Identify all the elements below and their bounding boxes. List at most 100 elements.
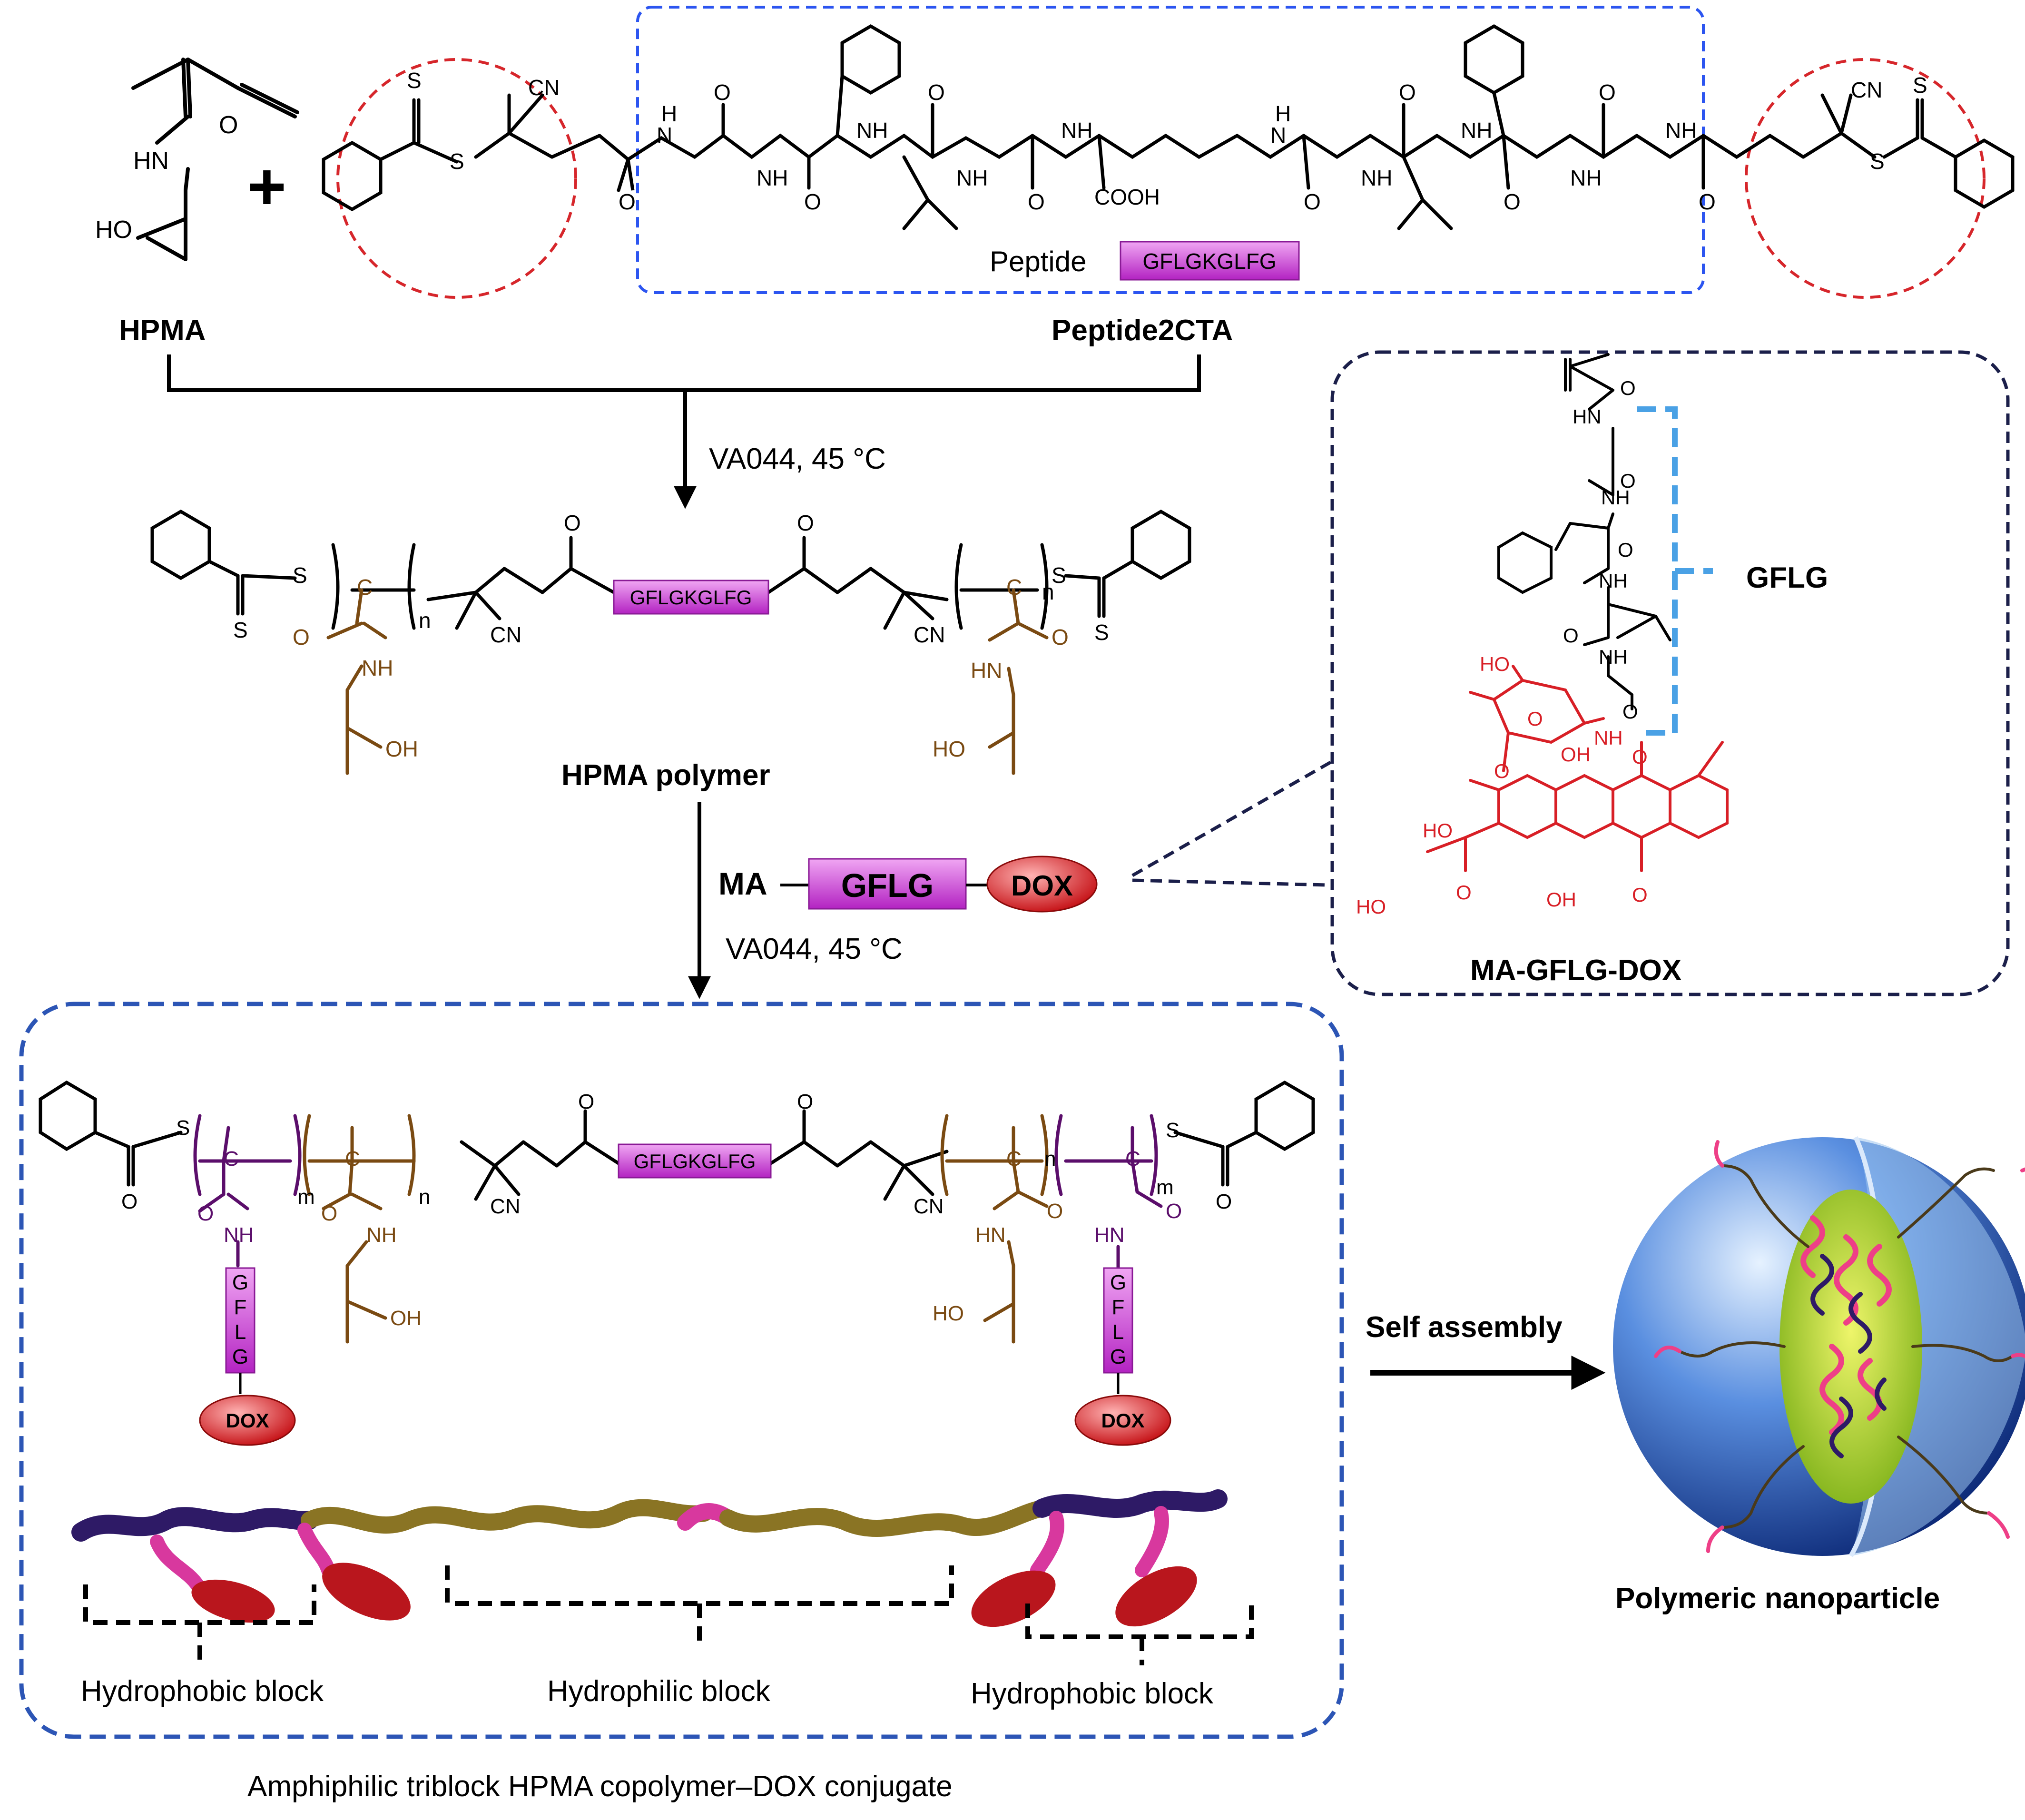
cta-backbone	[322, 24, 2015, 230]
svg-text:O: O	[1599, 80, 1616, 105]
step1-conditions: VA044, 45 °C	[709, 443, 886, 475]
svg-text:HO: HO	[1423, 819, 1453, 842]
svg-text:NH: NH	[1061, 118, 1092, 143]
svg-text:O: O	[121, 1190, 138, 1213]
svg-text:C: C	[345, 1147, 360, 1171]
svg-text:O: O	[1620, 470, 1636, 492]
svg-text:NH: NH	[366, 1223, 397, 1247]
svg-text:m: m	[1156, 1176, 1174, 1199]
hpma-HO-atom: HO	[95, 216, 132, 244]
svg-text:S: S	[407, 68, 422, 93]
peptide-seq-box-polymer	[613, 580, 769, 615]
svg-text:HO: HO	[933, 1302, 964, 1325]
peptide-seq-conjugate: GFLGKGLFG	[634, 1150, 756, 1172]
svg-text:n: n	[1044, 1147, 1056, 1171]
svg-text:O: O	[1618, 539, 1633, 561]
svg-text:O: O	[797, 1090, 813, 1113]
svg-text:O: O	[1632, 746, 1648, 768]
svg-text:O: O	[1699, 189, 1716, 214]
svg-text:O: O	[928, 80, 945, 105]
hpma-polymer-labels: S S C n O NH OH CN O O CN C n S O S HN H…	[233, 511, 1109, 761]
svg-text:NH: NH	[856, 118, 888, 143]
svg-text:CN: CN	[528, 75, 560, 100]
inset-dox-structure	[1426, 665, 1729, 872]
nanoparticle-illustration	[1613, 1136, 2025, 1557]
peptide-seq-box-conjugate	[618, 1143, 772, 1179]
svg-text:NH: NH	[956, 166, 988, 190]
svg-text:F: F	[1112, 1296, 1125, 1319]
inset-callout-line-bottom	[1132, 878, 1328, 887]
svg-text:NH: NH	[1594, 727, 1623, 749]
svg-text:F: F	[234, 1296, 247, 1319]
svg-text:L: L	[1112, 1320, 1124, 1344]
block-brackets	[83, 1565, 1254, 1665]
hpma-polymer-structure	[150, 509, 1191, 775]
cta-end-left-highlight	[336, 58, 577, 299]
cta-atom-labels: S S CN O H N O NH O NH O NH O NH COOH H …	[407, 68, 1927, 214]
svg-text:G: G	[1110, 1271, 1126, 1294]
svg-text:HN: HN	[1094, 1223, 1125, 1247]
svg-text:COOH: COOH	[1094, 185, 1160, 209]
conjugate-structure	[39, 1080, 1315, 1344]
conjugate-atom-labels: S O C m O NH C n O NH OH CN O O CN C n O…	[121, 1090, 1232, 1330]
dox-blobs	[191, 1563, 1197, 1627]
svg-text:O: O	[1504, 189, 1521, 214]
inset-dox-labels: HO O NH O OH O HO HO O OH O	[1356, 653, 1648, 918]
svg-text:O: O	[1047, 1200, 1063, 1223]
self-assembly-label: Self assembly	[1366, 1311, 1563, 1344]
svg-text:O: O	[1399, 80, 1416, 105]
svg-text:m: m	[297, 1185, 315, 1209]
svg-text:O: O	[197, 1202, 214, 1225]
svg-text:S: S	[176, 1116, 190, 1140]
svg-text:CN: CN	[490, 622, 521, 647]
hpma-O-atom: O	[219, 111, 238, 139]
svg-text:NH: NH	[1570, 166, 1602, 190]
svg-text:CN: CN	[914, 622, 945, 647]
svg-text:G: G	[1110, 1345, 1126, 1368]
svg-text:O: O	[1216, 1190, 1232, 1213]
inset-gflg-label: GFLG	[1746, 561, 1828, 594]
svg-text:S: S	[1094, 620, 1109, 645]
svg-text:O: O	[797, 511, 814, 535]
peptide-seq-box-top	[1120, 241, 1300, 281]
conjugate-caption: Amphiphilic triblock HPMA copolymer–DOX …	[247, 1770, 953, 1803]
svg-text:S: S	[1913, 73, 1927, 98]
hpma-structure	[131, 58, 299, 261]
monomer-ma: MA	[718, 866, 767, 901]
svg-text:O: O	[1304, 189, 1321, 214]
svg-text:N: N	[657, 123, 672, 148]
block-mid-label: Hydrophilic block	[547, 1675, 771, 1708]
svg-text:O: O	[293, 625, 310, 649]
svg-text:N: N	[1270, 123, 1286, 148]
svg-text:NH: NH	[1599, 646, 1628, 668]
svg-text:S: S	[293, 563, 307, 588]
triblock-cartoon	[71, 1489, 1228, 1596]
inset-box	[1330, 350, 2010, 996]
svg-text:O: O	[804, 189, 821, 214]
block-left-label: Hydrophobic block	[81, 1675, 324, 1708]
svg-text:DOX: DOX	[226, 1409, 269, 1432]
svg-text:HN: HN	[975, 1223, 1006, 1247]
inset-atom-labels: O HN O NH O NH O NH O	[1563, 377, 1638, 723]
svg-text:O: O	[1632, 884, 1648, 906]
svg-text:OH: OH	[1561, 743, 1591, 766]
svg-text:O: O	[1456, 881, 1472, 904]
svg-text:H: H	[1275, 101, 1291, 126]
svg-text:O: O	[564, 511, 581, 535]
hpma-label: HPMA	[119, 314, 206, 347]
svg-text:CN: CN	[914, 1195, 944, 1218]
conjugate-box	[19, 1002, 1344, 1739]
svg-text:O: O	[1563, 624, 1579, 647]
svg-text:HN: HN	[971, 658, 1002, 683]
svg-text:G: G	[232, 1271, 248, 1294]
svg-text:NH: NH	[224, 1223, 254, 1247]
svg-text:O: O	[1622, 700, 1638, 723]
svg-text:NH: NH	[1599, 570, 1628, 592]
svg-text:O: O	[1494, 760, 1510, 782]
cta-label: Peptide2CTA	[1052, 314, 1233, 347]
svg-text:L: L	[235, 1320, 246, 1344]
inset-title: MA-GFLG-DOX	[1470, 954, 1681, 987]
nanoparticle-label: Polymeric nanoparticle	[1615, 1582, 1940, 1615]
